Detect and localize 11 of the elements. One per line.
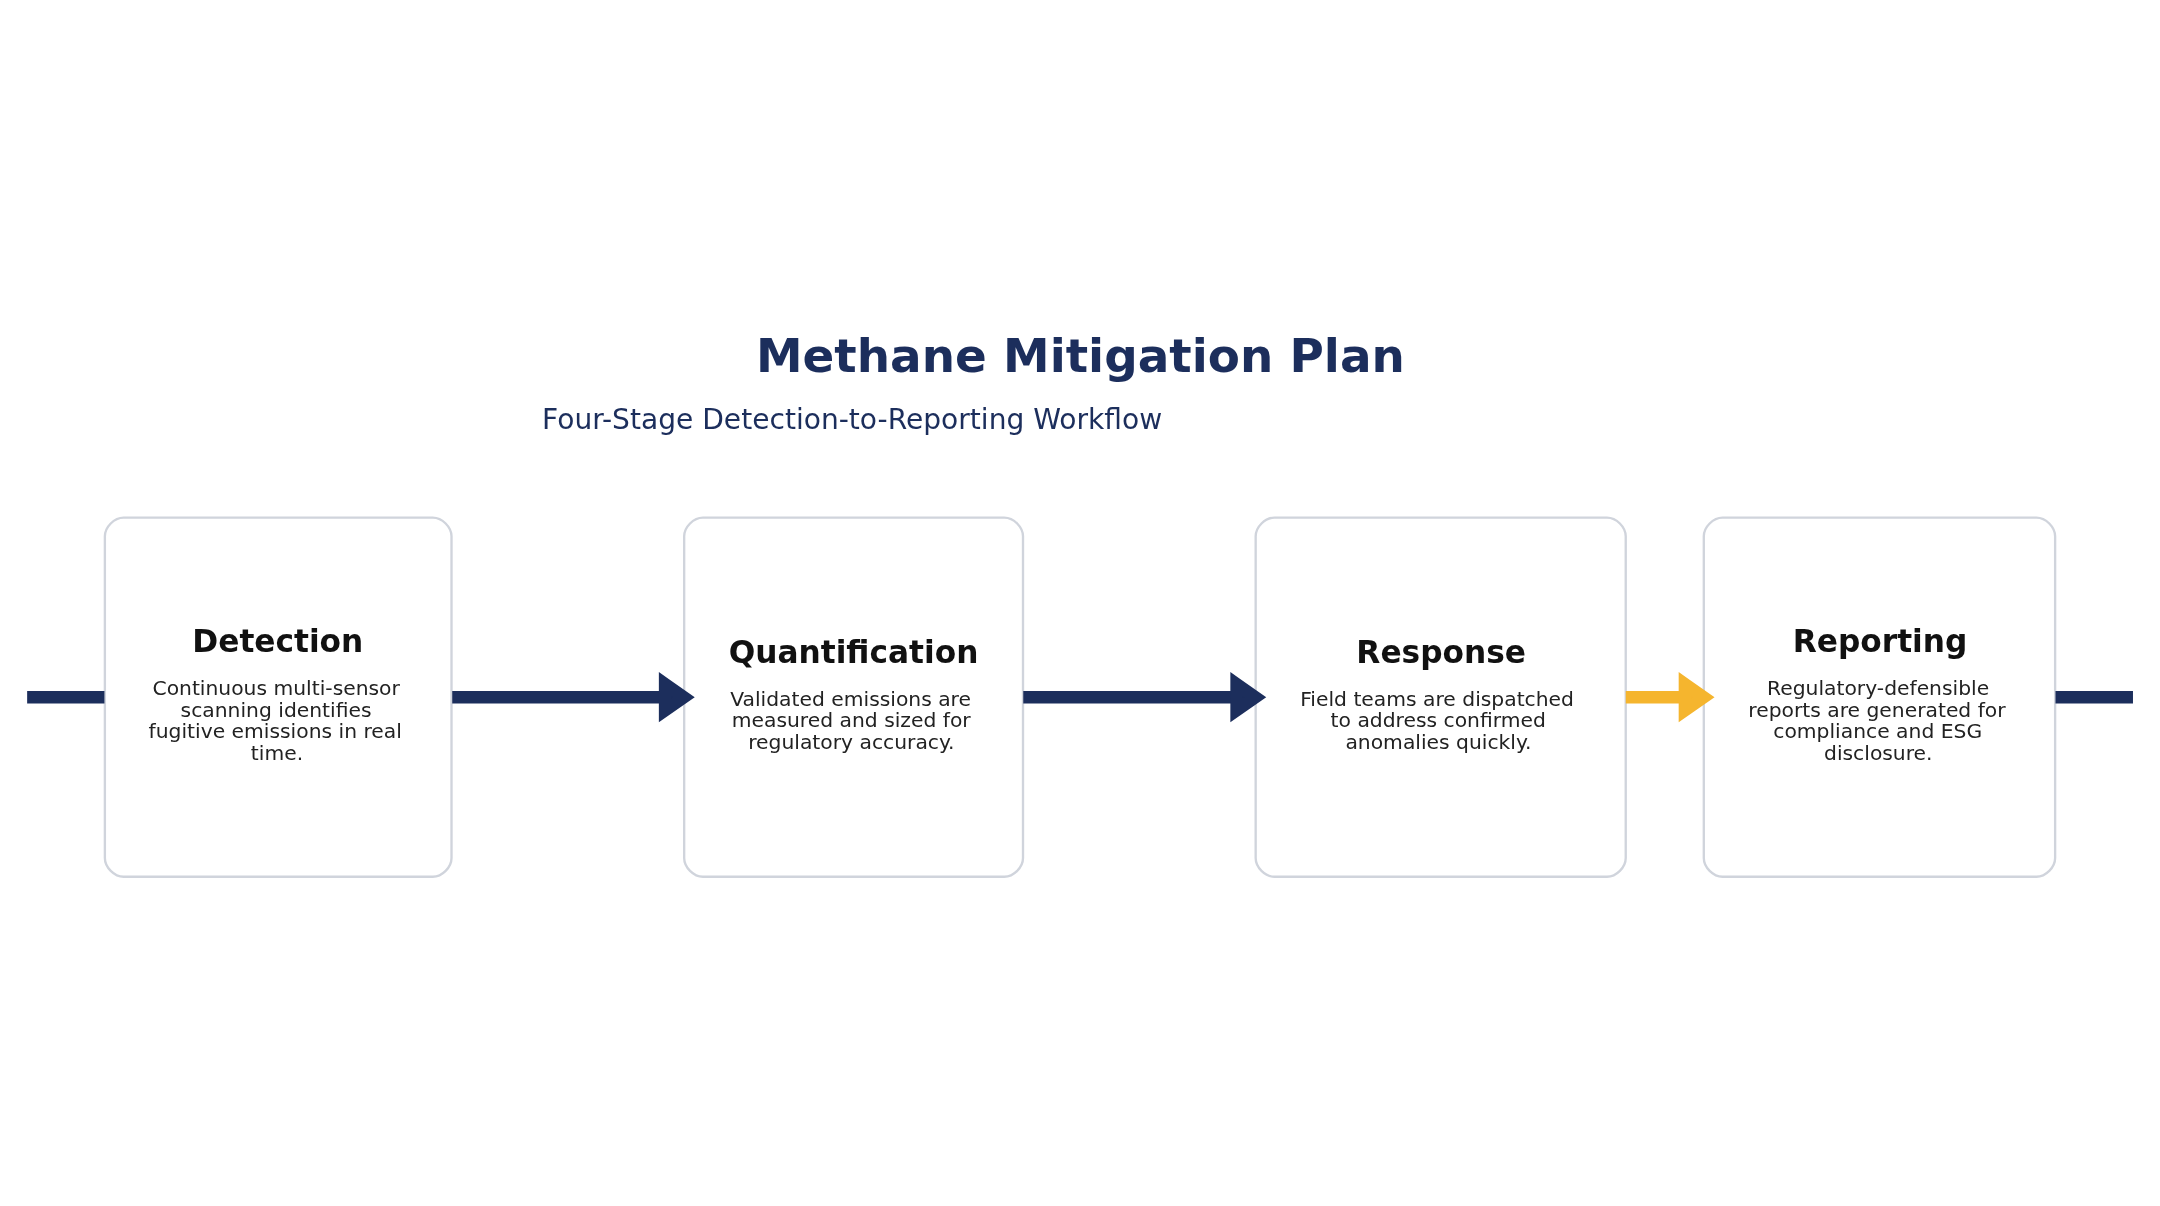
connector xyxy=(2055,690,2133,703)
arrow xyxy=(452,671,695,722)
label: Four-Stage Detection-to-Reporting Workflow xyxy=(542,402,1163,436)
arrow xyxy=(1625,671,1715,722)
node-box: Quantification Validated emissions are measured and sized for regulatory accuracy. xyxy=(683,515,1025,878)
diagram-title: Methane Mitigation Plan xyxy=(756,328,1405,383)
connector xyxy=(27,690,105,703)
node-box: Response Field teams are dispatched to address confirmed anomalies quickly. xyxy=(1254,515,1627,878)
node-box: Detection Continuous multi-sensor scanning identifies fugitive emissions in real time. xyxy=(103,515,453,878)
arrow xyxy=(1023,671,1267,722)
node-box: Reporting Regulatory-defensible reports are generated for compliance and ESG disclosure. xyxy=(1702,515,2057,878)
